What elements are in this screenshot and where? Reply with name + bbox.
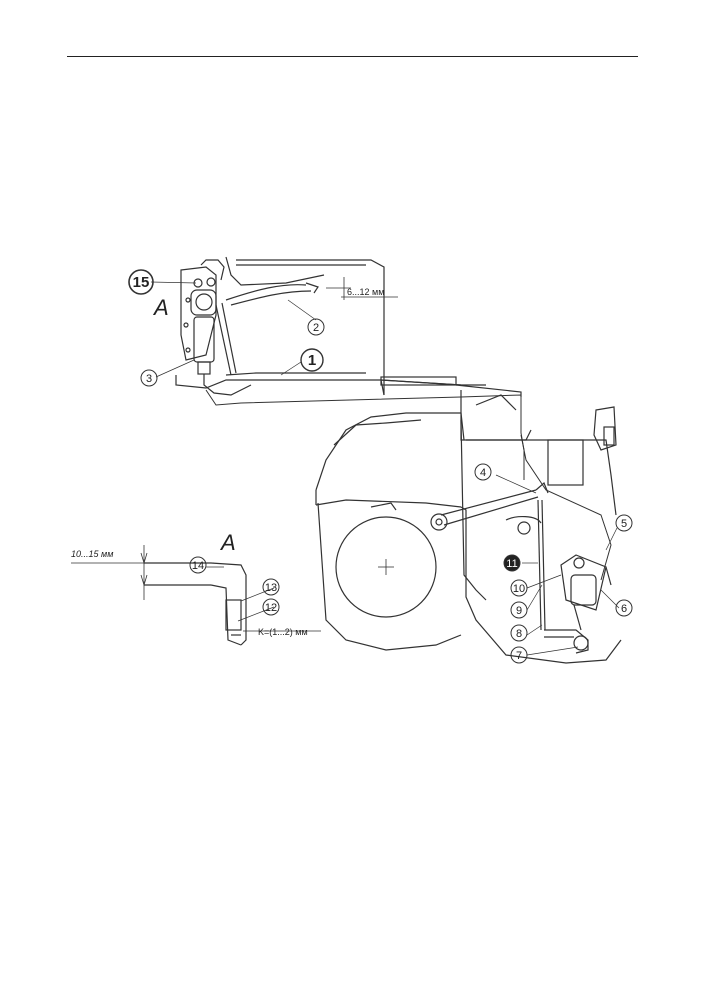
callout-13: 13	[265, 582, 277, 594]
clutch-housing	[315, 412, 487, 651]
view-letter-main: A	[152, 295, 169, 320]
header-rule	[67, 56, 638, 57]
callout-circles	[128, 269, 633, 664]
detail-view-a	[71, 545, 321, 646]
callout-1: 1	[308, 352, 316, 369]
callout-14: 14	[192, 560, 204, 572]
callout-15: 15	[133, 274, 150, 291]
callout-7: 7	[516, 650, 522, 662]
view-letter-detail: A	[219, 530, 236, 555]
leader-lines	[150, 281, 620, 656]
callout-3: 3	[146, 373, 152, 385]
callout-12: 12	[265, 602, 277, 614]
slave-lever-linkage	[544, 604, 589, 654]
clutch-pedal-lever	[215, 282, 319, 376]
hydraulic-pipe	[205, 389, 525, 480]
callout-11: 11	[506, 558, 517, 570]
clearance-k-label: K=(1...2) мм	[258, 627, 308, 637]
release-fork-lever	[430, 481, 549, 531]
pedal-gap-label: 6...12 мм	[347, 287, 384, 297]
callout-9: 9	[516, 605, 522, 617]
callout-8: 8	[516, 628, 522, 640]
gearbox-housing	[460, 406, 622, 664]
master-cylinder	[193, 316, 252, 396]
cab-floor-outline	[175, 256, 486, 396]
callout-4: 4	[480, 467, 486, 479]
free-travel-label: 10...15 мм	[71, 549, 113, 559]
callout-5: 5	[621, 518, 627, 530]
callout-2: 2	[313, 322, 319, 334]
pushrod	[537, 499, 546, 631]
callout-6: 6	[621, 603, 627, 615]
clutch-mechanism-diagram: 1 2 3 4 5 6 7 8 9 10 11 12 13 14 15 A A …	[71, 256, 633, 664]
floor-tunnel	[380, 376, 532, 441]
callout-10: 10	[513, 583, 525, 595]
pedal-gap-dimension	[326, 277, 398, 300]
slave-cylinder	[560, 554, 612, 611]
